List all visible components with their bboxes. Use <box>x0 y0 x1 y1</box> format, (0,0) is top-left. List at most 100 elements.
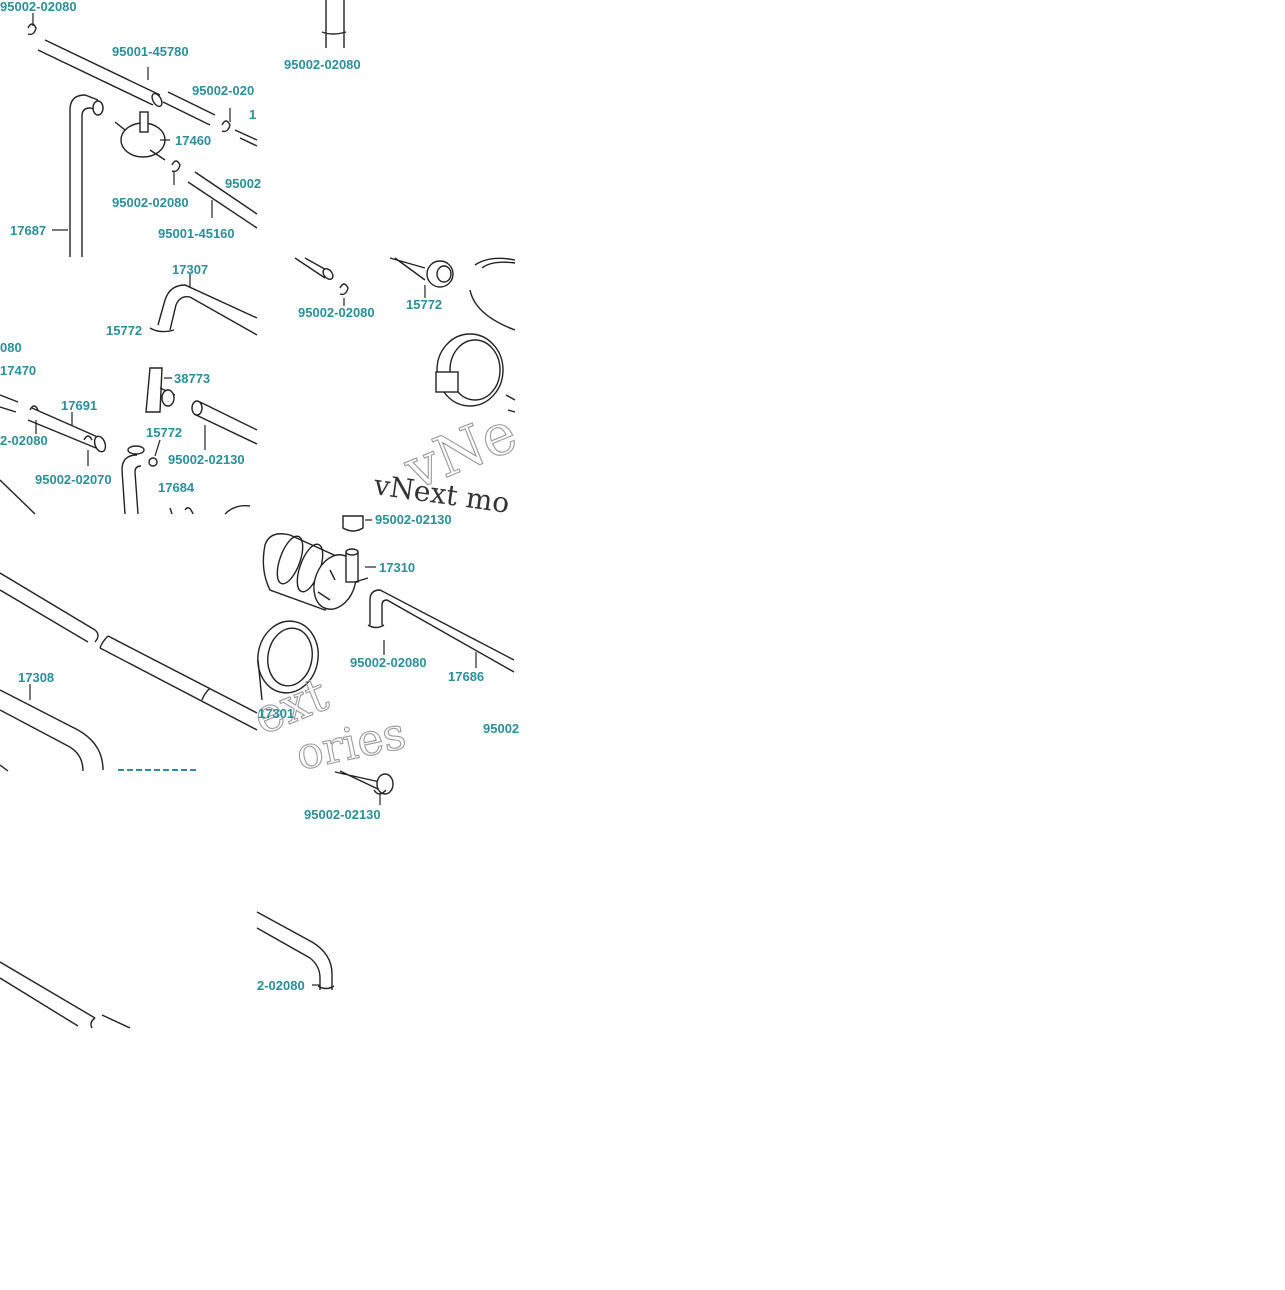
part-label: 95002 <box>225 176 261 191</box>
clamp-tab <box>435 371 459 393</box>
part-label: 17307 <box>172 262 208 277</box>
clamp-ring-inner <box>449 339 501 401</box>
leader-line <box>154 439 161 457</box>
part-labels: 95002-02080 95001-45780 95002-020 1 1746… <box>0 0 519 993</box>
pipe <box>325 0 345 48</box>
part-label: 17460 <box>175 133 211 148</box>
part-label: 17308 <box>18 670 54 685</box>
valve-ports <box>114 121 166 161</box>
hose-end <box>342 515 364 532</box>
hose-end <box>191 400 203 416</box>
canister-port <box>345 551 359 583</box>
part-label: 17310 <box>379 560 415 575</box>
part-label: 15772 <box>106 323 142 338</box>
part-label: 17687 <box>10 223 46 238</box>
part-label: 17470 <box>0 363 36 378</box>
clamp-ring <box>257 620 319 694</box>
part-label: 17691 <box>61 398 97 413</box>
hose-seam <box>201 687 211 701</box>
fitting <box>0 394 19 413</box>
pipe-end <box>92 100 104 116</box>
part-label: 95002-02070 <box>35 472 112 487</box>
canister-rib <box>276 535 304 585</box>
part-label: 95001-45160 <box>158 226 235 241</box>
part-label: 1 <box>249 107 256 122</box>
part-label: 95002-02130 <box>168 452 245 467</box>
part-label: 95002-020 <box>192 83 254 98</box>
part-label: 95002-02130 <box>304 807 381 822</box>
hose-clip <box>171 160 181 173</box>
hose-clip <box>27 23 37 36</box>
hose <box>27 407 101 449</box>
part-label: 15772 <box>146 425 182 440</box>
hose <box>389 257 426 281</box>
fitting <box>234 129 258 147</box>
hose-end <box>322 268 334 280</box>
hose <box>162 91 216 126</box>
hose <box>99 635 258 731</box>
part-label: 080 <box>0 340 22 355</box>
hose-clip <box>149 327 175 333</box>
hose <box>193 401 258 445</box>
hose-clip <box>367 624 385 629</box>
fitting <box>224 504 251 515</box>
hose-clip <box>317 985 335 990</box>
tee-end <box>161 389 175 407</box>
part-label: 95002-02080 <box>350 655 427 670</box>
hose-cut <box>90 1017 96 1029</box>
hose-clip <box>148 457 158 467</box>
part-label: 95002-02130 <box>375 512 452 527</box>
elbow-hose <box>157 284 258 336</box>
label-clip-mask <box>118 766 198 771</box>
clip-partial <box>0 764 9 772</box>
hose-end <box>93 435 107 453</box>
pipe <box>0 689 104 772</box>
hose-clip <box>221 120 231 133</box>
part-label: 17301 <box>258 706 294 721</box>
canister-strap <box>481 261 516 269</box>
valve-nozzle <box>139 111 149 133</box>
tile-bottom-right <box>256 770 394 990</box>
part-label: 95002 <box>483 721 519 736</box>
hose-cut <box>94 629 99 643</box>
part-label: 95002-02080 <box>284 57 361 72</box>
hose <box>37 39 161 106</box>
canister-fittings <box>317 569 369 601</box>
hose-end <box>376 773 394 795</box>
clamp-edge <box>505 394 516 413</box>
clamp-ring-inner <box>267 627 313 687</box>
hose <box>187 171 258 229</box>
canister-strap <box>469 257 516 331</box>
part-label: 17686 <box>448 669 484 684</box>
part-label: 17684 <box>158 480 195 495</box>
elbow-end <box>127 445 145 455</box>
hose <box>0 961 96 1027</box>
hose-clip <box>339 283 349 296</box>
hose <box>101 1014 131 1029</box>
tile-middle-left <box>0 274 258 515</box>
elbow-hose <box>121 454 142 515</box>
hose-clip <box>29 405 39 411</box>
tile-middle-right <box>294 257 516 413</box>
tile-lower-right <box>257 515 515 701</box>
part-label: 95001-45780 <box>112 44 189 59</box>
hose <box>334 770 381 791</box>
hose-end <box>151 92 163 108</box>
part-label: 2-02080 <box>0 433 48 448</box>
clamp-edge <box>257 659 263 701</box>
part-label: 95002-02080 <box>298 305 375 320</box>
pipe <box>69 94 99 257</box>
tile-top-left <box>27 0 347 257</box>
part-label: 2-02080 <box>257 978 305 993</box>
part-label: 38773 <box>174 371 210 386</box>
tile-lower-left <box>0 572 258 772</box>
tile-bottom-left <box>0 961 131 1029</box>
part-label: 15772 <box>406 297 442 312</box>
elbow-bore <box>436 265 452 283</box>
hose-clip <box>321 31 347 35</box>
pipe <box>256 911 333 990</box>
hose <box>0 572 96 643</box>
hose <box>0 479 36 515</box>
